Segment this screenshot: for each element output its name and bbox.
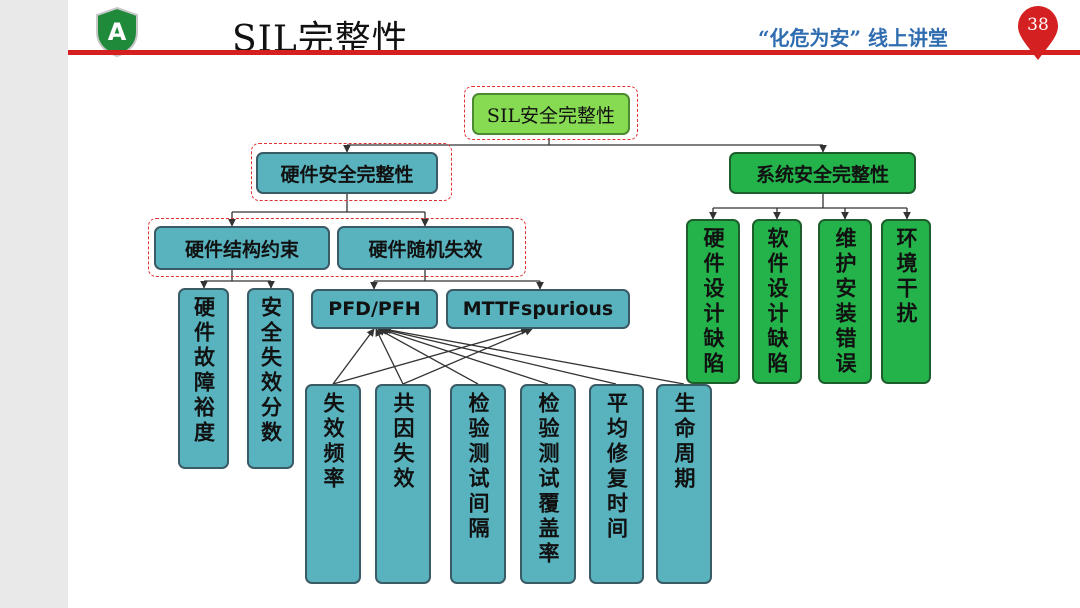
hardware-highlight-frame [251,143,452,201]
failure-rate-node: 失效频率 [305,384,361,584]
sw-design-defect-node: 软件设计缺陷 [752,219,802,384]
logo-letter: A [108,18,127,46]
header-divider [68,50,1080,55]
common-cause-failure-node: 共因失效 [375,384,431,584]
root-highlight-frame [464,86,638,140]
mttf-spurious-node: MTTFspurious [446,289,630,329]
page-number: 38 [1027,15,1049,35]
mean-repair-time-node: 平均修复时间 [589,384,644,584]
lifecycle-node: 生命周期 [656,384,712,584]
level2-highlight-frame [148,218,526,277]
root-node: SIL安全完整性 [472,93,630,135]
system-safety-integrity-node: 系统安全完整性 [729,152,916,194]
hardware-structure-constraint-node: 硬件结构约束 [154,226,330,270]
page-badge-icon [1018,6,1058,60]
environment-interference-node: 环境干扰 [881,219,931,384]
hw-design-defect-node: 硬件设计缺陷 [686,219,740,384]
hardware-random-failure-node: 硬件随机失效 [337,226,514,270]
hw-fault-tolerance-node: 硬件故障裕度 [178,288,229,469]
pfd-pfh-node: PFD/PFH [311,289,438,329]
hardware-safety-integrity-node: 硬件安全完整性 [256,152,438,194]
proof-test-interval-node: 检验测试间隔 [450,384,506,584]
safe-failure-fraction-node: 安全失效分数 [247,288,294,469]
shield-logo-icon: A [96,6,138,58]
maintenance-install-error-node: 维护安装错误 [818,219,872,384]
slogan-text: “化危为安” 线上讲堂 [758,26,948,50]
proof-test-coverage-node: 检验测试覆盖率 [520,384,576,584]
